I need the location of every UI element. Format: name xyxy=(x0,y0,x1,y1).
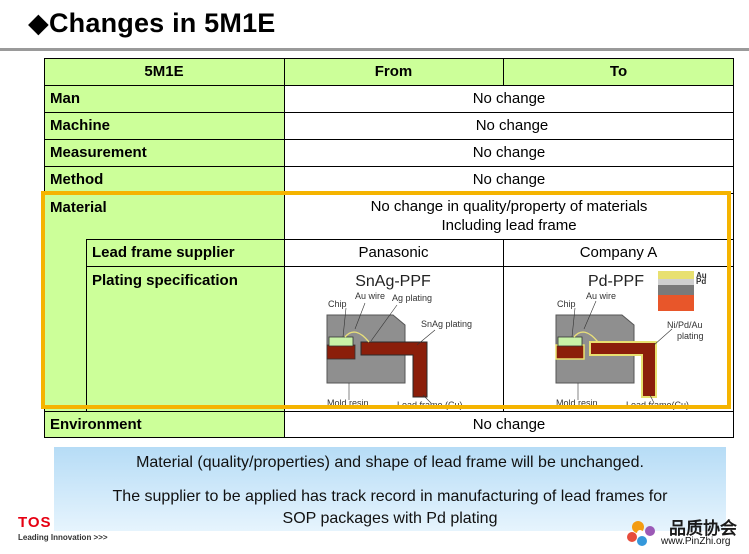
leader-line xyxy=(653,328,673,346)
legend-au-swatch xyxy=(658,271,694,279)
summary-line-1: Material (quality/properties) and shape … xyxy=(136,454,644,471)
leader-line xyxy=(571,307,576,338)
company-tagline: Leading Innovation >>> xyxy=(18,533,108,542)
company-logo: TOS xyxy=(18,514,52,531)
label-chip: Chip xyxy=(557,299,576,309)
header-5m1e: 5M1E xyxy=(44,58,284,85)
summary-line-2: The supplier to be applied has track rec… xyxy=(54,486,726,530)
summary-line-2b: SOP packages with Pd plating xyxy=(282,510,498,527)
row-value-method: No change xyxy=(284,166,734,193)
row-label-environment: Environment xyxy=(44,411,284,438)
au-wire-shape xyxy=(344,331,370,343)
grid-line xyxy=(284,58,285,438)
label-mold-resin: Mold resin xyxy=(556,398,598,408)
row-label-plating-specification: Plating specification xyxy=(86,266,284,411)
label-lead-frame-cu: Lead frame (Cu) xyxy=(397,400,463,410)
lead-frame-to: Company A xyxy=(503,239,734,266)
title-divider xyxy=(0,48,749,51)
row-label-lead-frame-supplier: Lead frame supplier xyxy=(86,239,284,266)
chip-shape xyxy=(557,336,583,347)
row-value-material: No change in quality/property of materia… xyxy=(284,193,734,239)
material-label-cell: Material xyxy=(44,193,284,239)
leader-line xyxy=(354,302,366,330)
leader-line xyxy=(342,307,347,338)
snag-ppf-diagram: SnAg-PPF Chip Au wire Ag plating SnAg pl… xyxy=(285,267,503,411)
lead-frame-shape xyxy=(589,341,657,398)
row-value-environment: No change xyxy=(284,411,734,438)
summary-box: Material (quality/properties) and shape … xyxy=(54,447,726,531)
grid-line xyxy=(44,437,734,438)
leader-line xyxy=(583,300,597,330)
grid-line xyxy=(86,239,87,411)
chip-shape xyxy=(328,336,354,347)
au-wire-shape xyxy=(573,331,599,343)
leader-line xyxy=(649,394,655,404)
grid-line xyxy=(733,58,734,438)
lead-frame-shape xyxy=(360,341,428,398)
lead-frame-from: Panasonic xyxy=(284,239,503,266)
label-nipdau-plating-1: Ni/Pd/Au xyxy=(667,320,703,330)
row-value-machine: No change xyxy=(284,112,734,139)
page-title: ◆Changes in 5M1E xyxy=(28,8,276,38)
row-label-machine: Machine xyxy=(44,112,284,139)
pinzhi-logo-icon xyxy=(624,517,666,554)
grid-line xyxy=(44,58,734,59)
material-line-1: No change in quality/property of materia… xyxy=(370,198,648,215)
snag-ppf-title: SnAg-PPF xyxy=(355,273,431,290)
row-value-man: No change xyxy=(284,85,734,112)
label-ag-plating: Ag plating xyxy=(392,293,432,303)
label-chip: Chip xyxy=(328,299,347,309)
legend-cu-label: Cu xyxy=(696,300,707,309)
legend-pd-label: Pd xyxy=(696,277,706,286)
die-pad xyxy=(555,344,585,360)
grid-line xyxy=(44,58,45,438)
grid-line xyxy=(44,139,734,140)
leader-line xyxy=(416,329,436,346)
header-from: From xyxy=(284,58,503,85)
five-m-one-e-table: 5M1E From To Man No change Machine No ch… xyxy=(44,58,734,438)
row-value-measurement: No change xyxy=(284,139,734,166)
grid-line xyxy=(44,411,734,412)
material-indent xyxy=(44,239,86,411)
row-label-material: Material xyxy=(50,199,107,216)
label-nipdau-plating-2: plating xyxy=(677,331,704,341)
label-au-wire: Au wire xyxy=(586,291,616,301)
grid-line xyxy=(44,193,734,194)
label-mold-resin: Mold resin xyxy=(327,398,369,408)
legend-au-label: Au xyxy=(696,271,707,280)
grid-line xyxy=(44,85,734,86)
row-label-man: Man xyxy=(44,85,284,112)
grid-line xyxy=(44,112,734,113)
pd-ppf-title: Pd-PPF xyxy=(588,273,644,290)
legend-cu-swatch xyxy=(658,295,694,311)
grid-line xyxy=(44,166,734,167)
grid-line xyxy=(503,239,504,411)
header-to: To xyxy=(503,58,734,85)
leader-line xyxy=(422,394,432,404)
grid-line xyxy=(86,239,734,240)
watermark-text: 品质协会 xyxy=(669,519,737,539)
watermark-url: www.PinZhi.org xyxy=(661,536,731,547)
label-snag-plating: SnAg plating xyxy=(421,319,472,329)
leader-line xyxy=(370,304,398,342)
row-label-method: Method xyxy=(44,166,284,193)
label-lead-frame-cu: Lead frame(Cu) xyxy=(626,400,689,410)
material-line-2: Including lead frame xyxy=(441,217,577,234)
legend-ni-swatch xyxy=(658,285,694,295)
legend-pd-swatch xyxy=(658,279,694,285)
summary-line-2a: The supplier to be applied has track rec… xyxy=(112,488,668,505)
die-pad xyxy=(326,344,356,360)
label-au-wire: Au wire xyxy=(355,291,385,301)
pd-ppf-diagram: Pd-PPF Au Pd Ni Cu Chip Au wire Ni/Pd/Au… xyxy=(504,267,732,411)
row-label-measurement: Measurement xyxy=(44,139,284,166)
legend-ni-label: Ni xyxy=(696,286,704,295)
grid-line xyxy=(86,266,734,267)
grid-line xyxy=(503,58,504,85)
